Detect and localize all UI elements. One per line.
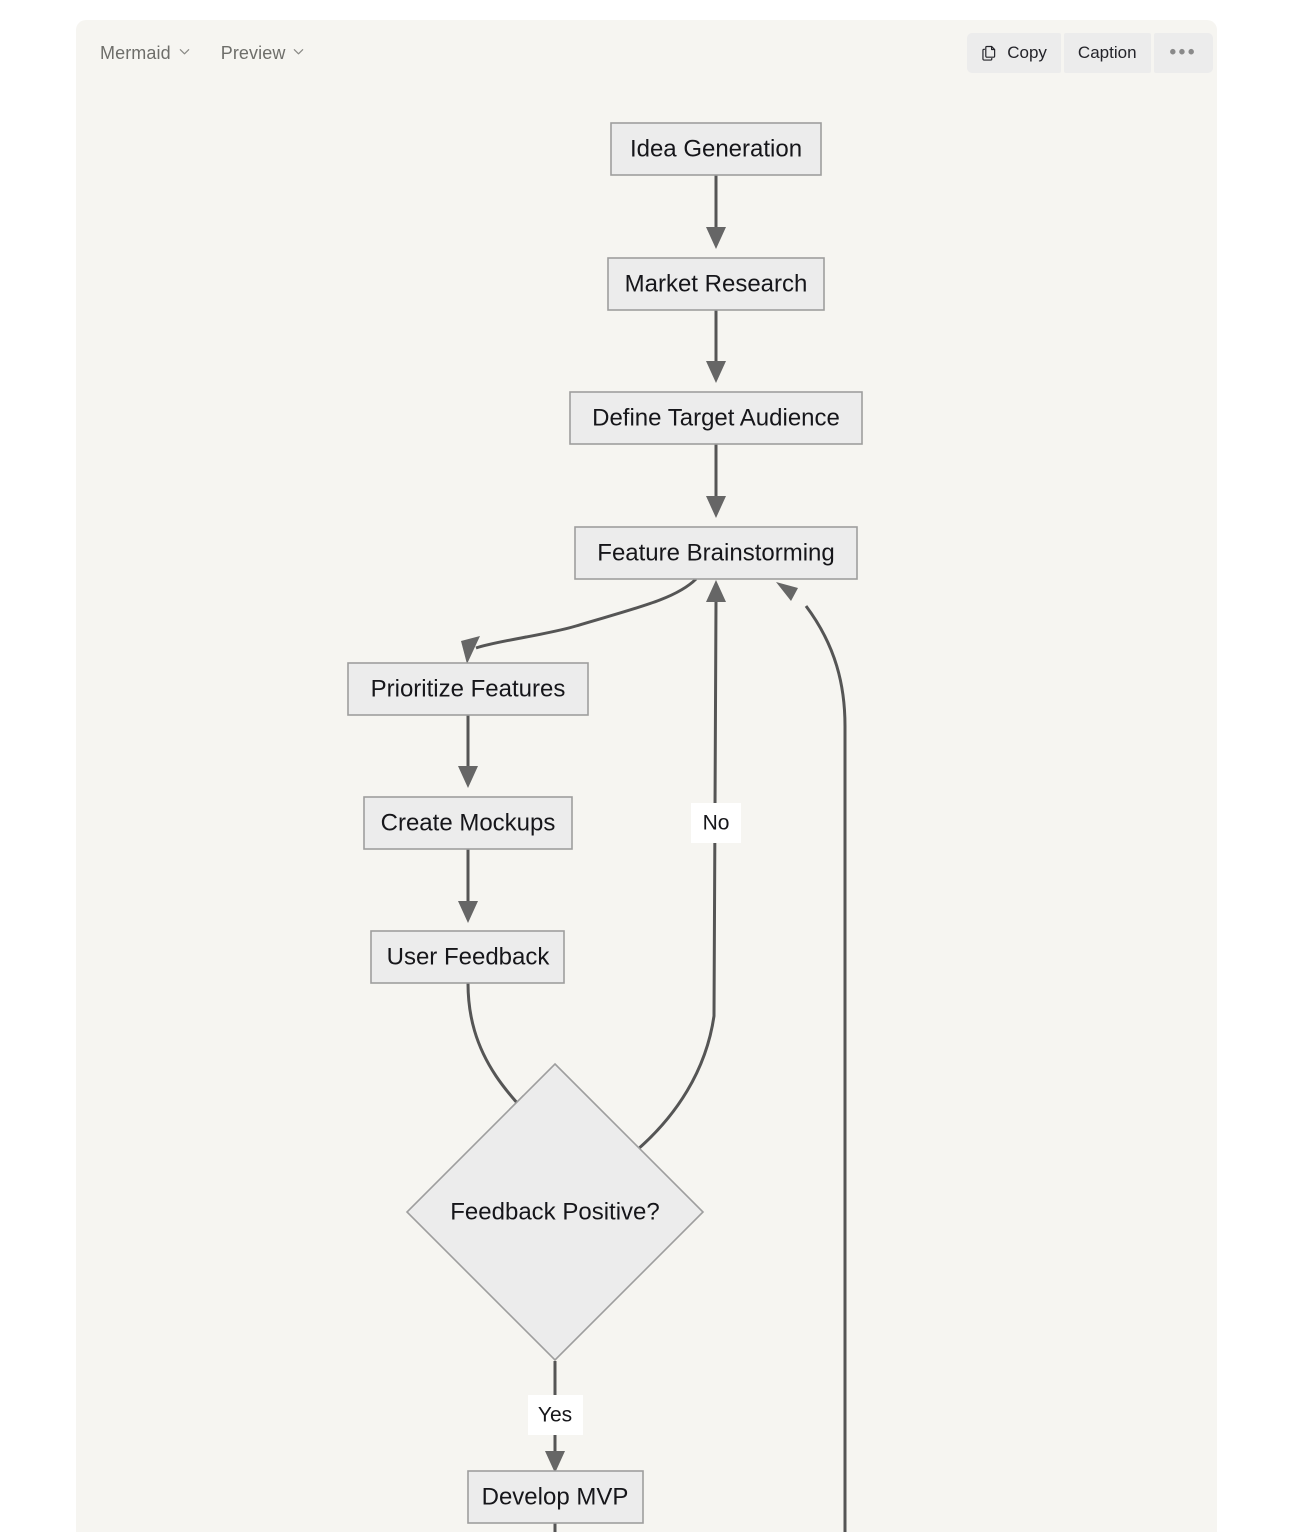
flowchart-svg: No Yes Idea Generation Market bbox=[347, 122, 863, 1532]
more-options-button[interactable]: ••• bbox=[1153, 33, 1213, 73]
copy-button-label: Copy bbox=[1007, 43, 1047, 62]
node-develop-mvp-label: Develop MVP bbox=[482, 1483, 629, 1510]
edge-label-layer: No Yes bbox=[528, 803, 741, 1435]
node-define-target-audience-label: Define Target Audience bbox=[592, 404, 840, 431]
caption-button[interactable]: Caption bbox=[1063, 33, 1151, 73]
edge-brain-to-prioritize bbox=[461, 577, 698, 664]
node-create-mockups[interactable]: Create Mockups bbox=[363, 796, 573, 850]
node-prioritize-features-label: Prioritize Features bbox=[371, 675, 566, 702]
node-idea-generation[interactable]: Idea Generation bbox=[610, 122, 822, 176]
copy-button[interactable]: Copy bbox=[967, 33, 1061, 73]
toolbar-left-group: Mermaid Preview bbox=[98, 20, 307, 86]
node-feature-brainstorming-label: Feature Brainstorming bbox=[597, 539, 834, 566]
chevron-down-icon bbox=[292, 45, 305, 58]
edge-idea-to-market bbox=[706, 175, 726, 249]
copy-icon bbox=[980, 44, 999, 63]
node-idea-generation-label: Idea Generation bbox=[630, 135, 802, 162]
language-dropdown[interactable]: Mermaid bbox=[98, 40, 193, 67]
node-create-mockups-label: Create Mockups bbox=[381, 809, 556, 836]
edge-market-to-audience bbox=[706, 310, 726, 383]
node-prioritize-features[interactable]: Prioritize Features bbox=[347, 662, 589, 716]
node-feedback-positive-decision[interactable]: Feedback Positive? bbox=[405, 1062, 705, 1362]
node-user-feedback[interactable]: User Feedback bbox=[370, 930, 565, 984]
caption-button-label: Caption bbox=[1077, 43, 1137, 62]
more-options-label: ••• bbox=[1169, 42, 1197, 63]
node-feature-brainstorming[interactable]: Feature Brainstorming bbox=[574, 526, 858, 580]
node-develop-mvp[interactable]: Develop MVP bbox=[467, 1470, 644, 1524]
mode-dropdown-label: Preview bbox=[220, 42, 286, 63]
node-market-research-label: Market Research bbox=[625, 270, 808, 297]
edge-label-no: No bbox=[691, 803, 741, 843]
edge-label-yes-text: Yes bbox=[538, 1404, 572, 1427]
edge-audience-to-brain bbox=[706, 444, 726, 518]
node-user-feedback-label: User Feedback bbox=[387, 943, 551, 970]
edge-prioritize-to-mockups bbox=[458, 715, 478, 788]
node-feedback-positive-label: Feedback Positive? bbox=[450, 1198, 659, 1225]
edge-label-no-text: No bbox=[703, 812, 730, 835]
node-market-research[interactable]: Market Research bbox=[607, 257, 825, 311]
edge-decision-to-brain-no bbox=[636, 580, 726, 1152]
mermaid-preview-panel: Mermaid Preview bbox=[76, 20, 1217, 1532]
language-dropdown-label: Mermaid bbox=[100, 42, 171, 63]
edge-mockups-to-feedback bbox=[458, 849, 478, 923]
mermaid-flowchart[interactable]: No Yes Idea Generation Market bbox=[76, 86, 1217, 1532]
node-define-target-audience[interactable]: Define Target Audience bbox=[569, 391, 863, 445]
panel-toolbar: Mermaid Preview bbox=[76, 20, 1217, 86]
edge-layer bbox=[458, 175, 847, 1532]
chevron-down-icon bbox=[178, 45, 191, 58]
mode-dropdown[interactable]: Preview bbox=[219, 40, 308, 67]
node-layer: Idea Generation Market Research Define T… bbox=[347, 122, 863, 1524]
edge-mvp-to-brain-loop bbox=[553, 582, 847, 1532]
edge-label-yes: Yes bbox=[528, 1395, 583, 1435]
toolbar-right-group: Copy Caption ••• bbox=[967, 33, 1213, 73]
